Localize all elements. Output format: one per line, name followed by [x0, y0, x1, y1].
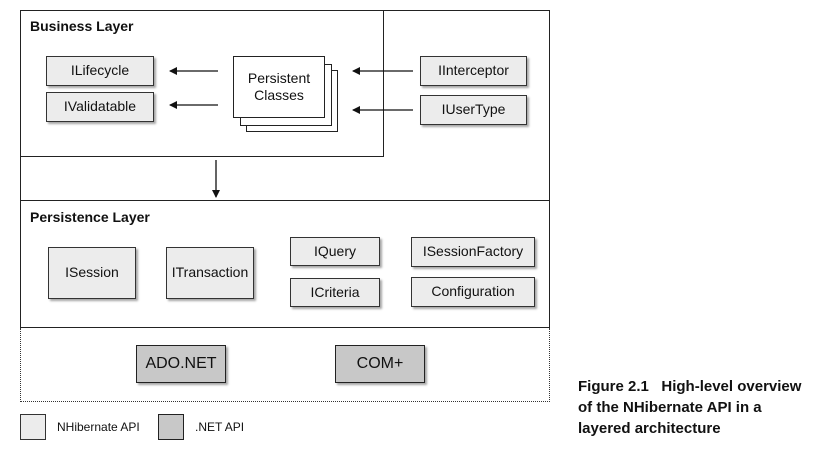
- com-plus-label: COM+: [356, 355, 404, 372]
- isession-box: ISession: [48, 247, 136, 299]
- ilifecycle-box: ILifecycle: [46, 56, 154, 86]
- itransaction-label: ITransaction: [171, 264, 249, 281]
- ilifecycle-label: ILifecycle: [70, 62, 130, 79]
- iusertype-box: IUserType: [420, 95, 527, 125]
- configuration-label: Configuration: [431, 283, 515, 300]
- ado-net-label: ADO.NET: [145, 355, 217, 372]
- isessionfactory-box: ISessionFactory: [411, 237, 535, 267]
- legend-label-nhibernate: NHibernate API: [57, 420, 140, 434]
- iinterceptor-label: IInterceptor: [438, 62, 509, 79]
- iquery-label: IQuery: [313, 242, 356, 259]
- ivalidatable-box: IValidatable: [46, 92, 154, 122]
- dotnet-layer: [20, 328, 550, 402]
- iquery-box: IQuery: [290, 237, 380, 266]
- isession-label: ISession: [65, 264, 119, 281]
- icriteria-label: ICriteria: [310, 283, 360, 300]
- legend-swatch-nhibernate: [20, 414, 46, 440]
- legend-swatch-net: [158, 414, 184, 440]
- configuration-box: Configuration: [411, 277, 535, 307]
- figure-caption-text: High-level overview of the NHibernate AP…: [578, 378, 802, 437]
- business-layer-title: Business Layer: [30, 18, 134, 34]
- com-plus-box: COM+: [335, 345, 425, 383]
- figure-caption: Figure 2.1 High-level overview of the NH…: [578, 376, 818, 439]
- ado-net-box: ADO.NET: [136, 345, 226, 383]
- figure-number: Figure 2.1: [578, 378, 649, 395]
- legend-label-net: .NET API: [195, 420, 245, 434]
- iinterceptor-box: IInterceptor: [420, 56, 527, 86]
- iusertype-label: IUserType: [441, 101, 506, 118]
- persistent-classes-box: Persistent Classes: [233, 56, 325, 118]
- persistence-layer-title: Persistence Layer: [30, 209, 150, 225]
- itransaction-box: ITransaction: [166, 247, 254, 299]
- icriteria-box: ICriteria: [290, 278, 380, 307]
- ivalidatable-label: IValidatable: [63, 98, 137, 115]
- isessionfactory-label: ISessionFactory: [422, 243, 524, 260]
- persistent-classes-label: Persistent Classes: [247, 69, 311, 104]
